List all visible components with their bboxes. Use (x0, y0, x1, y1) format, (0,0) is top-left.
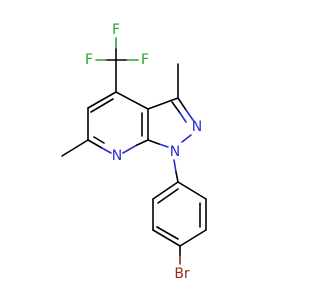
bond-n2-n1 (181, 134, 192, 143)
bond-ar4-ar5 (152, 229, 181, 247)
bond-c3-n2-a (177, 97, 187, 111)
bond-c3-n2-b (185, 109, 194, 121)
bond-ar4-ar5-double (156, 226, 179, 240)
atom-n2-pyrazole: N (192, 119, 202, 135)
bond-c6-n7-double (93, 136, 105, 144)
bond-c4-c3a (115, 91, 149, 110)
molecule-diagram: F F F N N N Br (61, 22, 207, 282)
bond-c3a-c3 (147, 97, 179, 110)
bond-n7-c7a-b (136, 139, 149, 146)
bond-ar3-ar4 (179, 229, 207, 247)
bond-ar1-ar2 (177, 181, 207, 200)
atom-br: Br (174, 266, 190, 282)
bond-c4-c5-double (90, 98, 114, 113)
bond-c6-methyl (61, 139, 89, 157)
bond-n1-aryl-b (175, 171, 179, 183)
bond-c6-n7-b (101, 147, 112, 154)
bond-n1-c7a-b (147, 139, 160, 145)
bond-c6-n7-a (87, 139, 103, 149)
atom-n-pyridine: N (112, 148, 122, 164)
atom-n1-pyrazole: N (170, 144, 180, 160)
atom-f-left: F (85, 52, 93, 68)
bond-c3-n2-double-b (179, 112, 187, 123)
atom-f-top: F (112, 22, 120, 38)
bond-n7-c7a-a (122, 144, 138, 154)
bond-c4-c5 (87, 91, 117, 109)
bond-ar6-ar1 (152, 181, 179, 200)
bond-n1-c7a-a (158, 143, 169, 148)
bond-ar6-ar1-double (157, 188, 179, 204)
bond-n1-aryl-a (173, 159, 177, 173)
atom-f-right: F (141, 52, 149, 68)
bond-c3-n2-double-a (171, 101, 181, 114)
structure-canvas: F F F N N N Br (61, 22, 207, 282)
